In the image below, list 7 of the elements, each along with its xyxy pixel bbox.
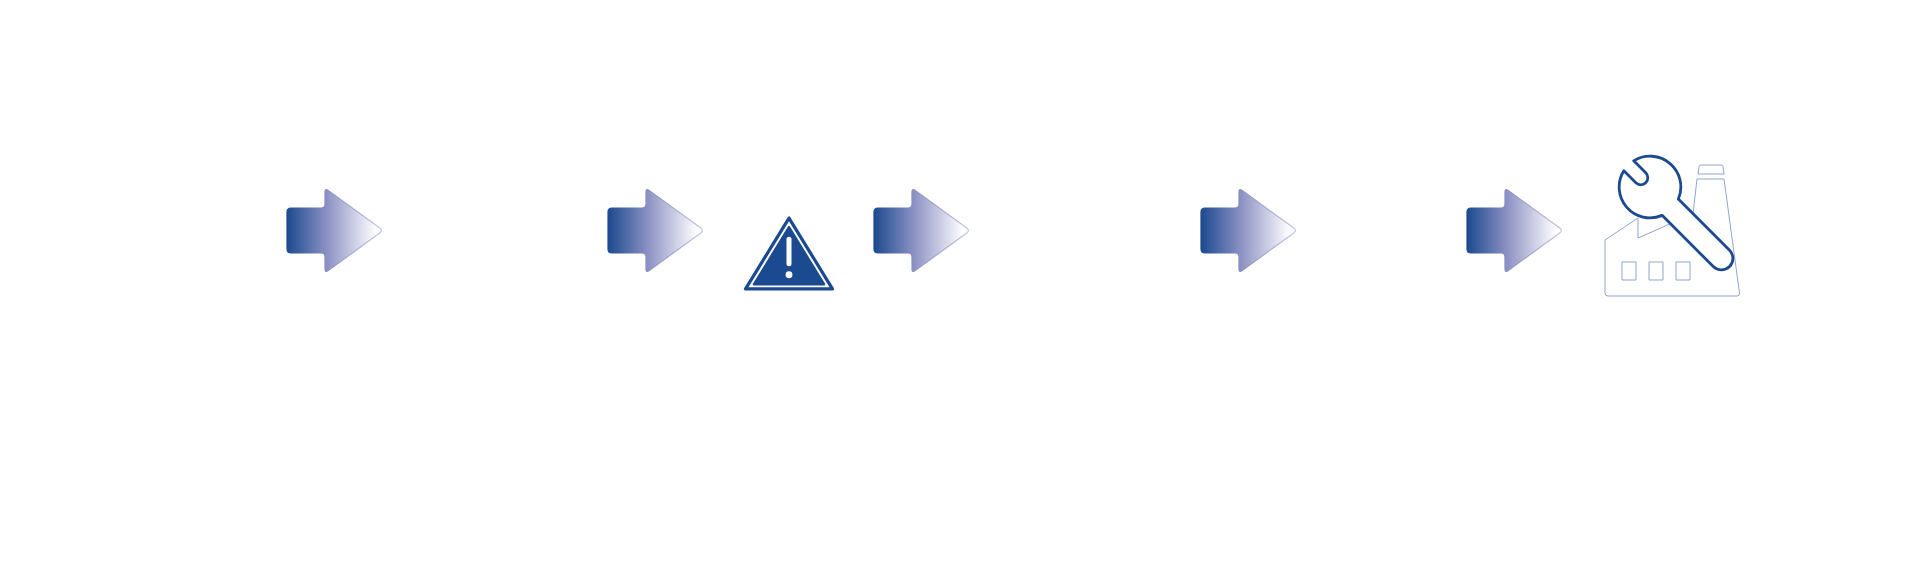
block-arrow	[285, 186, 385, 275]
warning-sign-icon	[742, 213, 836, 294]
block-arrow	[1466, 188, 1562, 273]
factory-wrench-icon	[1603, 155, 1742, 298]
block-arrow	[1199, 186, 1299, 275]
block-arrow	[607, 188, 703, 273]
block-arrow	[873, 188, 969, 273]
